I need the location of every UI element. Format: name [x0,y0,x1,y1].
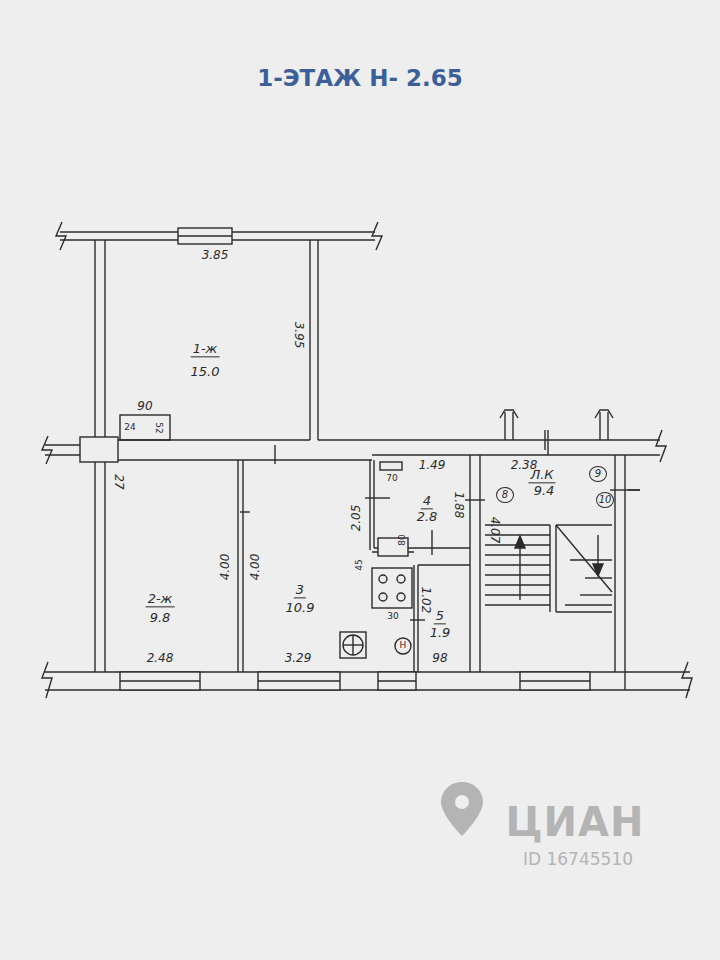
dimension: 3.29 [285,652,312,665]
dimension: 3.95 [291,322,304,349]
callout-number: 8 [496,487,514,503]
room-area-value: 9.4 [534,484,555,498]
dimension: 2.38 [511,459,538,472]
dimension: 1.49 [419,459,446,472]
room-number: 5 [434,609,446,624]
dimension: 27 [111,474,124,489]
dimension: 2.05 [350,505,363,532]
dimension: 2.48 [147,652,174,665]
room-number: 3 [294,583,306,598]
room-number: 1-ж [191,342,220,357]
watermark: ЦИАН [505,800,644,844]
room-area-value: 15.0 [191,365,220,379]
callout-number: 10 [596,492,614,508]
dimension: 24 [124,423,135,433]
watermark-id: ID 16745510 [523,850,633,869]
dimension: 1.02 [418,587,431,614]
dimension: 52 [153,422,163,433]
dimension: 4.07 [487,517,500,544]
room-area: 1-ж 15.0 [105,240,310,440]
room-area-value: 10.9 [286,601,315,615]
symbol-letter: Н [400,641,407,651]
dimension: 3.85 [202,249,229,262]
dimension: 30 [387,612,398,622]
room-area-value: 1.9 [430,626,451,640]
dimension: 98 [432,652,447,665]
dimension: 45 [355,559,365,570]
dimension: 1.88 [451,492,464,519]
room-number: 4 [421,494,433,509]
plan-title: 1-ЭТАЖ Н- 2.65 [257,65,463,91]
dimension: 4.00 [219,554,232,581]
room-area-value: 9.8 [150,611,171,625]
dimension: 90 [137,400,152,413]
callout-number: 9 [589,466,607,482]
room-area-value: 2.8 [417,510,438,524]
dimension: 80 [398,534,408,545]
room-area: 2-ж9.8 [105,460,238,672]
dimension: 4.00 [249,554,262,581]
dimension: 70 [386,474,397,484]
room-number: 2-ж [146,592,175,607]
